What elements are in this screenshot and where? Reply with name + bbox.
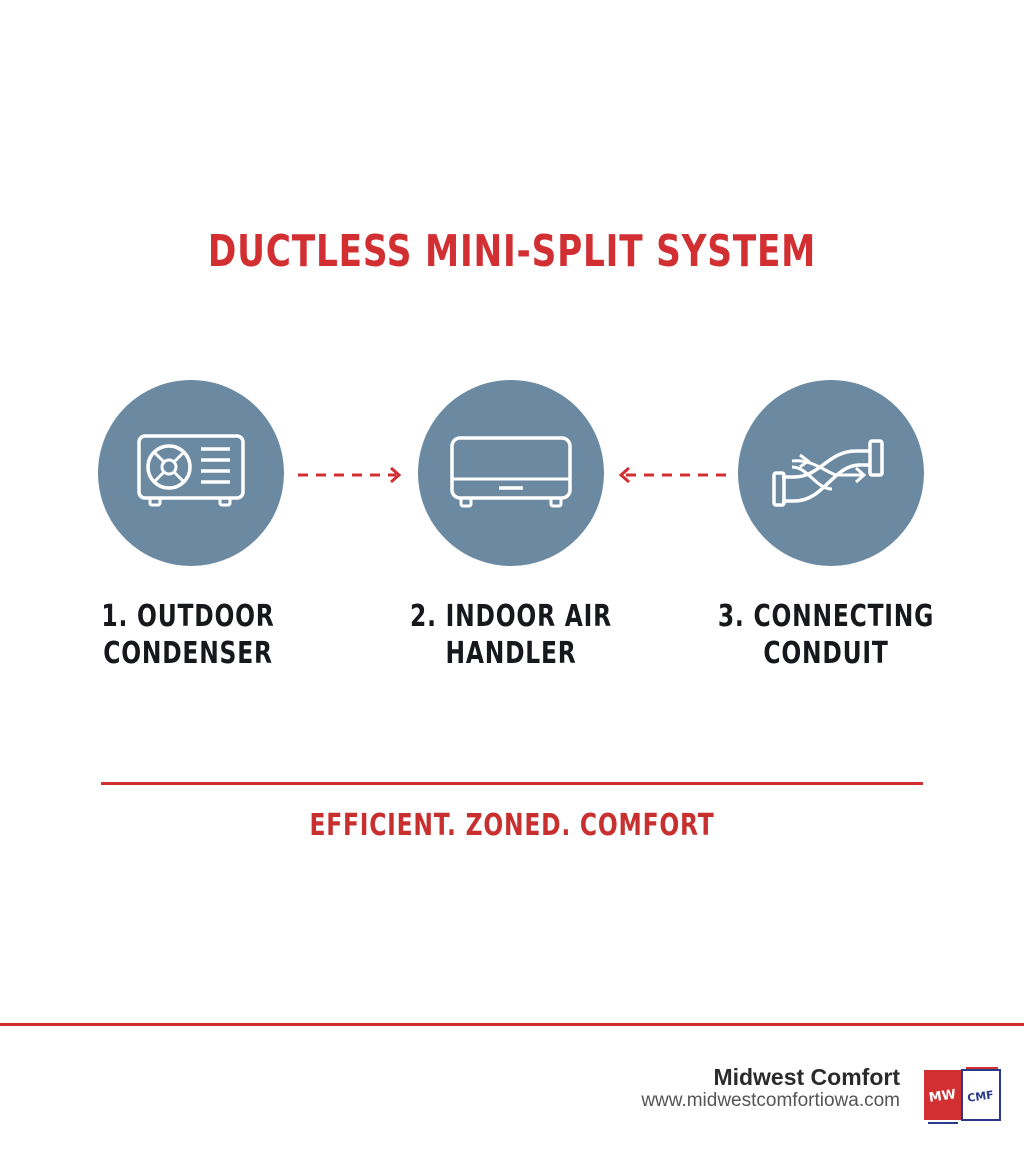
- svg-text:CMF: CMF: [966, 1088, 994, 1105]
- brand-url[interactable]: www.midwestcomfortiowa.com: [641, 1090, 900, 1111]
- component-label-line2: CONDENSER: [103, 636, 273, 671]
- outdoor-condenser-circle: [98, 380, 284, 566]
- component-label-outdoor-condenser: 1. OUTDOOR CONDENSER: [63, 598, 313, 672]
- component-label-line2: HANDLER: [445, 636, 577, 671]
- component-label-line1: 3. CONNECTING: [717, 599, 935, 634]
- divider-line: [101, 782, 923, 785]
- outdoor-condenser-icon: [137, 434, 245, 507]
- component-label-indoor-air-handler: 2. INDOOR AIR HANDLER: [386, 598, 636, 672]
- component-label-connecting-conduit: 3. CONNECTING CONDUIT: [701, 598, 951, 672]
- component-label-line2: CONDUIT: [763, 636, 889, 671]
- indoor-air-handler-circle: [418, 380, 604, 566]
- page-title: DUCTLESS MINI-SPLIT SYSTEM: [207, 226, 817, 277]
- tagline: EFFICIENT. ZONED. COMFORT: [309, 808, 715, 843]
- arrow-right-icon: [298, 466, 402, 484]
- midwest-comfort-logo: MW CMF: [920, 1062, 1004, 1126]
- footer-divider: [0, 1023, 1024, 1026]
- component-label-line1: 2. INDOOR AIR: [410, 599, 612, 634]
- connecting-conduit-circle: [738, 380, 924, 566]
- component-label-line1: 1. OUTDOOR: [101, 599, 275, 634]
- indoor-air-handler-icon: [450, 436, 572, 508]
- connecting-conduit-icon: [772, 439, 884, 507]
- arrow-left-icon: [618, 466, 728, 484]
- brand-name: Midwest Comfort: [713, 1064, 900, 1090]
- svg-text:MW: MW: [928, 1087, 957, 1106]
